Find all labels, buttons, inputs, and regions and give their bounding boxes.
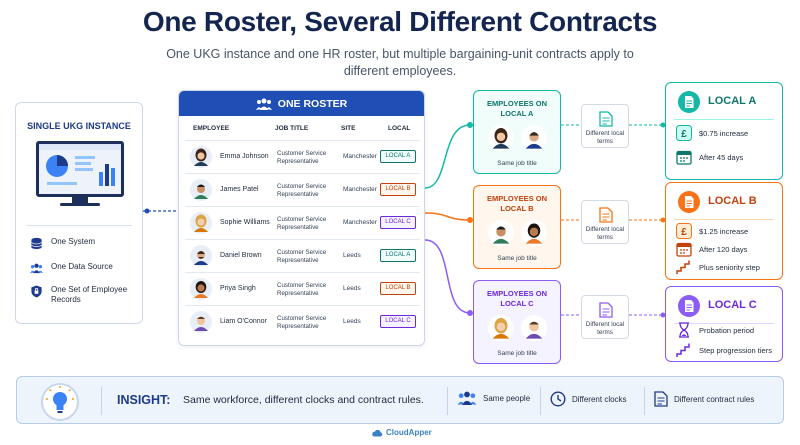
table-row: Liam O'Connor Customer Service Represent… [185,305,420,338]
roster-header: ONE ROSTER [179,91,424,116]
stairs-icon [676,260,690,274]
local-b-panel: LOCAL B £ $1.25 increase After 120 days … [665,182,783,280]
avatar [190,212,212,234]
insight-item-clocks: Different clocks [550,391,627,407]
local-badge: LOCAL A [380,150,416,163]
brand-logo: CloudApper [371,428,432,437]
avatar [521,315,547,341]
stairs-icon [676,343,690,357]
avatar [521,125,547,151]
employees-local-a-card: EMPLOYEES ON LOCAL A Same job title [473,90,561,174]
employees-local-b-card: EMPLOYEES ON LOCAL B Same job title [473,185,561,269]
lightbulb-icon [41,383,79,421]
local-badge: LOCAL B [380,282,416,295]
local-a-panel: LOCAL A £ $0.75 increase After 45 days [665,82,783,180]
avatar [190,245,212,267]
avatar [190,146,212,168]
ukg-item-records: One Set of Employee Records [30,285,140,305]
employees-local-c-card: EMPLOYEES ON LOCAL C Same job title [473,280,561,364]
clock-icon [550,391,566,407]
avatar [190,311,212,333]
document-icon [599,207,613,223]
svg-text:£: £ [681,129,687,140]
shield-icon [31,285,42,298]
table-row: Emma Johnson Customer Service Representa… [185,140,420,173]
hourglass-icon [679,322,689,338]
col-site: SITE [341,125,356,132]
col-job-title: JOB TITLE [275,125,309,132]
page-subtitle: One UKG instance and one HR roster, but … [166,47,634,78]
cloud-icon [372,429,383,436]
pound-coin-icon: £ [676,125,692,141]
local-badge: LOCAL A [380,249,416,262]
local-badge: LOCAL C [380,216,416,229]
local-terms-c: Different local terms [581,295,629,339]
document-icon [599,302,613,318]
col-local: LOCAL [388,125,411,132]
roster-table: ONE ROSTER EMPLOYEE JOB TITLE SITE LOCAL… [178,90,425,346]
local-terms-b: Different local terms [581,200,629,244]
table-row: Daniel Brown Customer Service Representa… [185,239,420,272]
monitor-dashboard-icon [36,141,124,197]
document-icon [654,391,668,407]
ukg-instance-panel: SINGLE UKG INSTANCE One System One Data … [15,102,143,324]
ukg-title: SINGLE UKG INSTANCE [27,121,131,131]
people-icon [255,98,272,110]
avatar [488,315,514,341]
avatar [488,220,514,246]
table-row: James Patel Customer Service Representat… [185,173,420,206]
people-icon [30,263,43,274]
local-badge: LOCAL B [380,183,416,196]
insight-item-contract-rules: Different contract rules [654,391,754,407]
document-icon [678,191,700,213]
avatar [190,278,212,300]
pound-coin-icon: £ [676,223,692,239]
ukg-item-system: One System [30,237,140,250]
local-terms-a: Different local terms [581,104,629,148]
table-row: Sophie Williams Customer Service Represe… [185,206,420,239]
table-row: Priya Singh Customer Service Representat… [185,272,420,305]
svg-text:£: £ [681,227,687,238]
insight-item-people: Same people [457,391,530,405]
document-icon [678,295,700,317]
insight-text: Same workforce, different clocks and con… [183,394,424,406]
avatar [488,125,514,151]
document-icon [599,111,613,127]
database-icon [31,237,42,250]
insight-bar: INSIGHT: Same workforce, different clock… [16,376,784,424]
local-c-panel: LOCAL C Probation period Step progressio… [665,286,783,362]
col-employee: EMPLOYEE [193,125,230,132]
calendar-icon [676,242,692,257]
insight-label: INSIGHT: [117,393,171,407]
calendar-icon [676,150,692,165]
document-icon [678,91,700,113]
avatar [190,179,212,201]
local-badge: LOCAL C [380,315,416,328]
ukg-item-data-source: One Data Source [30,262,140,275]
page-title: One Roster, Several Different Contracts [142,6,658,37]
avatar [521,220,547,246]
people-icon [457,391,477,405]
